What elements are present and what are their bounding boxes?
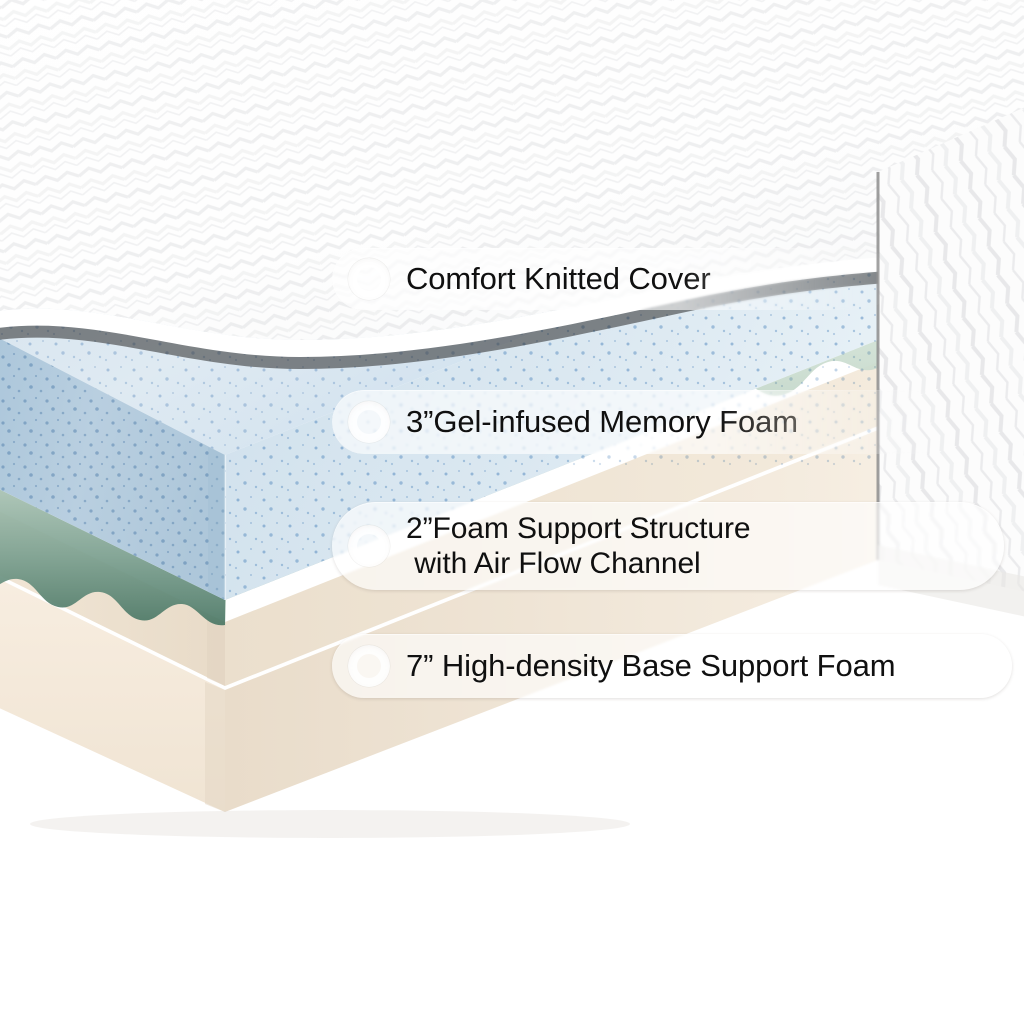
- label-text-support-structure: 2”Foam Support Structure with Air Flow C…: [406, 511, 751, 580]
- ring-bullet-icon: [348, 401, 390, 443]
- label-comfort-knitted-cover[interactable]: Comfort Knitted Cover: [332, 248, 892, 310]
- ring-bullet-icon: [348, 525, 390, 567]
- label-text-cover: Comfort Knitted Cover: [406, 260, 711, 296]
- ring-bullet-icon: [348, 258, 390, 300]
- label-base-support-foam[interactable]: 7” High-density Base Support Foam: [332, 634, 1012, 698]
- label-text-base-foam: 7” High-density Base Support Foam: [406, 647, 896, 683]
- ring-bullet-icon: [348, 645, 390, 687]
- label-foam-support-structure[interactable]: 2”Foam Support Structure with Air Flow C…: [332, 502, 1004, 590]
- label-gel-infused-memory-foam[interactable]: 3”Gel-infused Memory Foam: [332, 390, 952, 454]
- label-text-gel-foam: 3”Gel-infused Memory Foam: [406, 403, 799, 439]
